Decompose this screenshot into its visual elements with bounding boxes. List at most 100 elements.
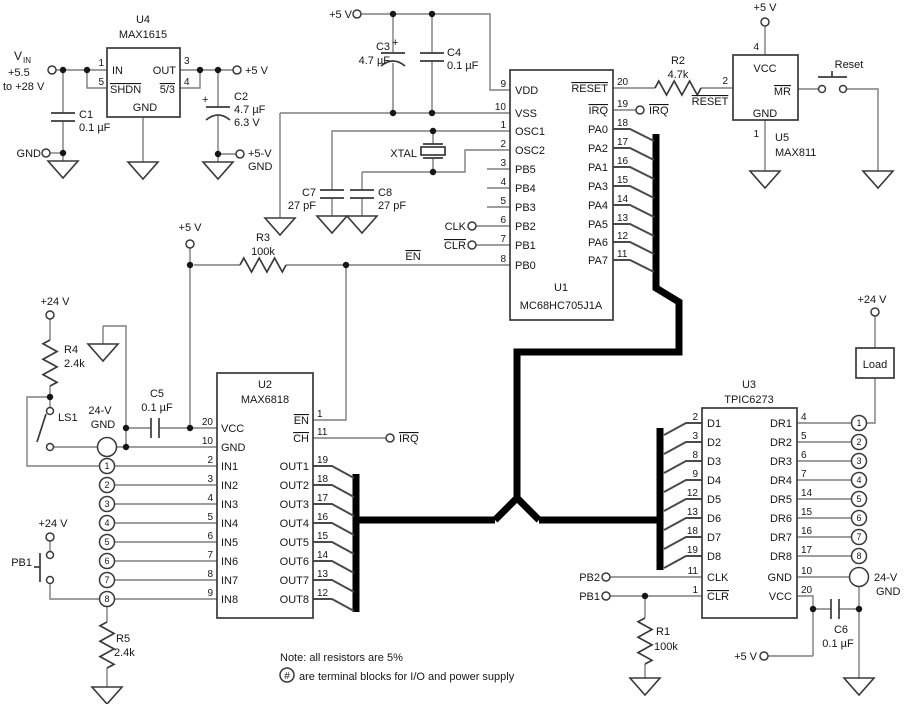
r4-value: 2.4k — [64, 358, 85, 370]
r4-ref: R4 — [64, 344, 78, 356]
terminal-out-4-num: 4 — [856, 475, 861, 485]
u2-lpin-5: IN4 — [221, 518, 238, 530]
u5-pin-vcc: VCC — [753, 63, 776, 75]
p5v-out-label: +5 V — [245, 65, 269, 77]
terminal-out-1-num: 1 — [856, 418, 861, 428]
r2-value: 4.7k — [668, 69, 689, 81]
u2-lnum-0: 20 — [202, 417, 214, 428]
r2-symbol — [654, 80, 702, 96]
clr-port — [467, 240, 477, 250]
u1-lpin-3: OSC2 — [515, 145, 545, 157]
p24v-pb1-label: +24 V — [38, 518, 68, 530]
u3-rpin-2: DR3 — [770, 456, 792, 468]
u4-pin-in: IN — [112, 65, 123, 77]
u3-body — [701, 407, 798, 619]
u2-lnum-5: 5 — [207, 512, 213, 523]
u3-rnum-0: 4 — [801, 412, 807, 423]
u2-rnum-5: 16 — [317, 512, 329, 523]
u1-body — [509, 69, 614, 321]
p5v-u5-label: +5 V — [754, 2, 778, 14]
u1-lpin-1: VSS — [515, 108, 537, 120]
c4-ref: C4 — [447, 47, 461, 59]
c7-value: 27 pF — [288, 200, 316, 212]
u2-rnum-2: 19 — [317, 455, 329, 466]
u1-lnum-5: 4 — [500, 177, 506, 188]
u3-lpin-6: D7 — [707, 532, 721, 544]
u5-pin-mr: MR — [774, 86, 791, 98]
u1-lnum-4: 3 — [500, 158, 506, 169]
u2-lnum-6: 6 — [207, 531, 213, 542]
terminal-out-1 — [850, 414, 868, 432]
u2-rnum-9: 12 — [317, 588, 329, 599]
pb1-net-label: PB1 — [579, 591, 600, 603]
u3-rpin-4: DR5 — [770, 494, 792, 506]
p5v-r3-label: +5 V — [179, 222, 203, 234]
gnd-r1 — [629, 677, 661, 696]
c7-ref: C7 — [302, 187, 316, 199]
u1-rnum-9: 11 — [617, 249, 628, 260]
r3-pullup: +5 V R3 100k — [179, 222, 287, 273]
u1-rpin-2: PA0 — [588, 124, 608, 136]
u3-rpin-8: GND — [768, 572, 793, 584]
u3-rnum-8: 10 — [801, 566, 813, 577]
terminal-in-4-num: 4 — [104, 518, 109, 528]
u2-rnum-8: 13 — [317, 569, 329, 580]
u4-pin-shdn: SHDN — [110, 84, 141, 96]
u3-rnum-2: 6 — [801, 450, 807, 461]
u2-rpin-3: OUT2 — [280, 480, 309, 492]
terminal-out-3-num: 3 — [856, 456, 861, 466]
u1-rpin-9: PA7 — [588, 255, 608, 267]
p24v-r4-port — [45, 310, 55, 320]
u3-lpin-7: D8 — [707, 551, 721, 563]
reset-net-label: RESET — [692, 96, 729, 108]
u3-lpin-1: D2 — [707, 437, 721, 449]
u3-part: TPIC6273 — [724, 394, 774, 406]
p24v-r4-label: +24 V — [40, 296, 70, 308]
terminal-in-6 — [98, 552, 116, 570]
bus-taps — [313, 128, 702, 612]
terminal-in-5-num: 5 — [104, 537, 109, 547]
p5vgnd-label2: GND — [248, 161, 273, 173]
terminal-out-6 — [850, 509, 868, 527]
u1-lpin-9: PB0 — [515, 260, 536, 272]
u5-pin-gnd: GND — [753, 108, 778, 120]
gnd24-right-terminal — [848, 566, 870, 588]
u1-rpin-3: PA2 — [588, 143, 608, 155]
terminal-in-7-num: 7 — [104, 575, 109, 585]
gnd-u4 — [127, 161, 159, 180]
vin-label: V — [14, 49, 22, 63]
u2-lpin-2: IN1 — [221, 461, 238, 473]
r4-symbol — [42, 339, 58, 387]
u3-lpin-3: D4 — [707, 475, 721, 487]
wires — [26, 13, 879, 687]
u2-rpin-0: EN — [294, 415, 309, 427]
r1-symbol — [637, 617, 653, 665]
u1-rnum-3: 17 — [617, 137, 629, 148]
u4-body — [106, 47, 181, 118]
gnd-r5 — [91, 686, 123, 705]
note: Note: all resistors are 5% # are termina… — [279, 652, 515, 683]
u1-lnum-6: 5 — [500, 196, 506, 207]
r5-symbol — [99, 621, 115, 669]
u3-lpin-0: D1 — [707, 418, 721, 430]
terminal-in-1-num: 1 — [104, 461, 109, 471]
terminal-out-6-num: 6 — [856, 513, 861, 523]
u4-ref: U4 — [136, 14, 150, 26]
u2-body — [216, 372, 314, 619]
u3-lpin-8: CLK — [707, 572, 729, 584]
u3-rpin-0: DR1 — [770, 418, 792, 430]
r1-ref: R1 — [656, 626, 670, 638]
terminal-out-5-num: 5 — [856, 494, 861, 504]
r2-ref: R2 — [671, 55, 685, 67]
gnd-ls1-rail — [87, 343, 119, 362]
u2-rpin-8: OUT7 — [280, 575, 309, 587]
terminal-in-7 — [98, 571, 116, 589]
u4-pin-53: 5/3 — [160, 84, 175, 96]
u1-part: MC68HC705J1A — [520, 300, 603, 312]
gnd24-left-label1: 24-V — [88, 405, 112, 417]
u1-lnum-1: 10 — [495, 102, 507, 113]
u2-rpin-2: OUT1 — [280, 461, 309, 473]
u3-rpin-1: DR2 — [770, 437, 792, 449]
pb1-port — [601, 591, 611, 601]
